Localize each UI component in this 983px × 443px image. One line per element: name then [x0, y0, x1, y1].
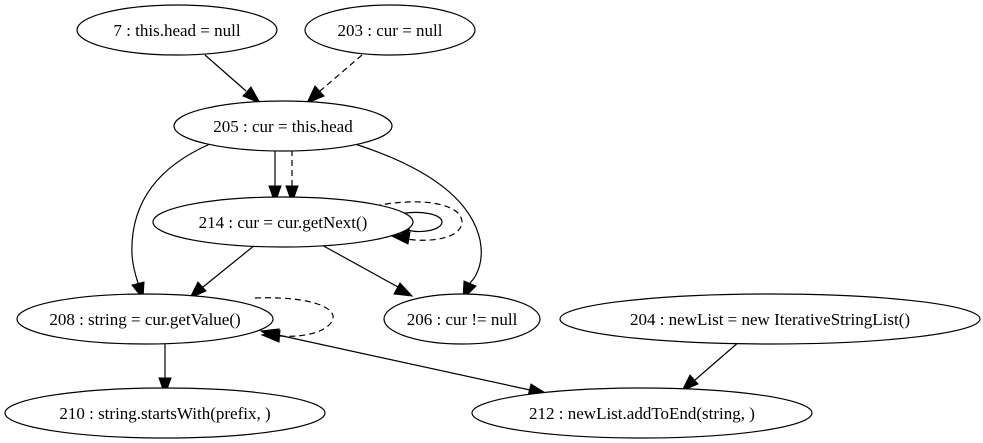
edge-214-to-208: [188, 244, 256, 300]
node-214-label: 214 : cur = cur.getNext(): [199, 213, 368, 232]
node-203-label: 203 : cur = null: [338, 21, 443, 40]
edge-205-to-214: [268, 150, 282, 205]
edge-205-to-214-dashed: [285, 150, 299, 205]
node-214[interactable]: 214 : cur = cur.getNext(): [152, 196, 414, 248]
node-204[interactable]: 204 : newList = new IterativeStringList(…: [559, 293, 981, 345]
node-206[interactable]: 206 : cur != null: [383, 293, 541, 345]
node-212-label: 212 : newList.addToEnd(string, ): [529, 404, 755, 423]
node-204-label: 204 : newList = new IterativeStringList(…: [630, 310, 910, 329]
node-205[interactable]: 205 : cur = this.head: [173, 100, 393, 152]
nodes: 7 : this.head = null 203 : cur = null 20…: [4, 4, 981, 439]
node-212[interactable]: 212 : newList.addToEnd(string, ): [471, 387, 813, 439]
edge-7-to-205: [204, 54, 262, 105]
node-7[interactable]: 7 : this.head = null: [76, 4, 278, 56]
edge-208-to-210: [158, 342, 172, 397]
node-210-label: 210 : string.startsWith(prefix, ): [59, 404, 270, 423]
edge-214-to-206: [319, 243, 414, 297]
node-210[interactable]: 210 : string.startsWith(prefix, ): [4, 387, 326, 439]
edge-204-to-212: [680, 340, 741, 393]
node-205-label: 205 : cur = this.head: [213, 117, 353, 136]
node-208-label: 208 : string = cur.getValue(): [49, 310, 240, 329]
node-7-label: 7 : this.head = null: [113, 21, 240, 40]
edge-203-to-205-dashed: [305, 54, 363, 104]
node-206-label: 206 : cur != null: [407, 310, 518, 329]
edges: [131, 54, 741, 397]
node-203[interactable]: 203 : cur = null: [304, 4, 476, 56]
node-208[interactable]: 208 : string = cur.getValue(): [16, 293, 274, 345]
edge-214-self-loop-dashed: [374, 201, 463, 245]
